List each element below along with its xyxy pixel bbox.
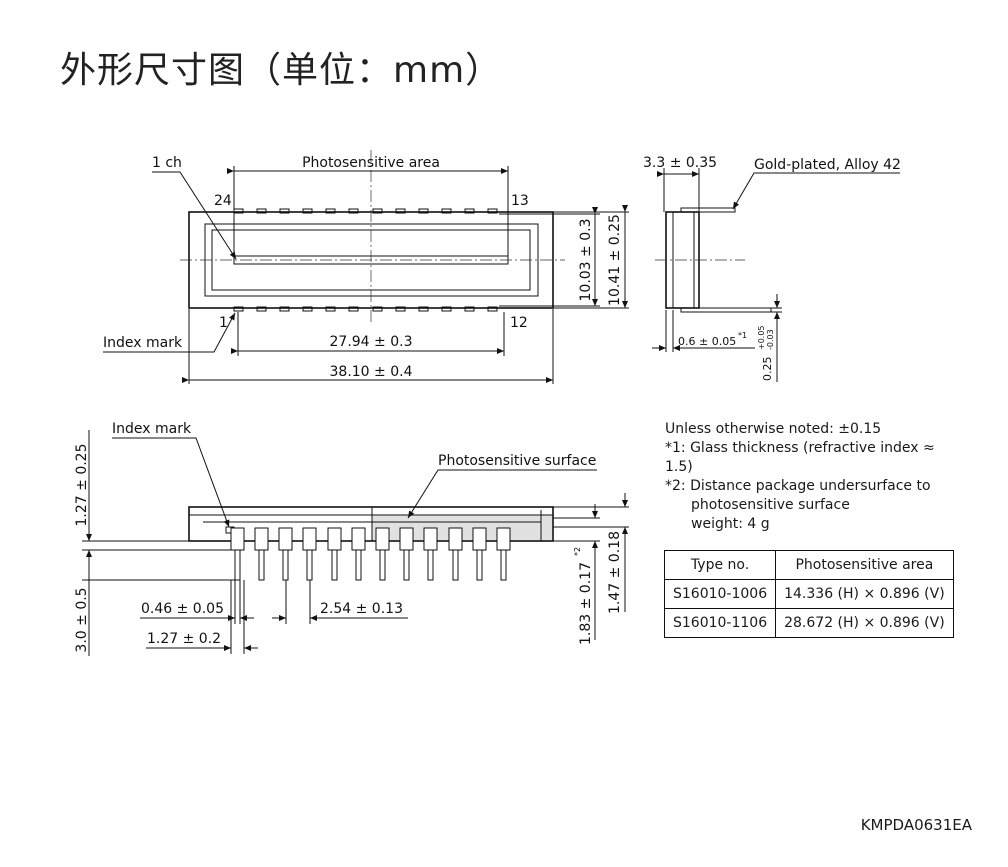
- table-cell: S16010-1006: [663, 579, 777, 609]
- dim-lead-thickness: 0.25: [761, 357, 774, 382]
- type-table: Type no. Photosensitive area S16010-1006…: [663, 550, 954, 638]
- note-distance: *2: Distance package undersurface to: [665, 478, 931, 494]
- table-row: S16010-1106 28.672 (H) × 0.896 (V): [663, 608, 954, 638]
- top-pins-lower: [233, 306, 498, 312]
- table-header: Type no.: [663, 550, 777, 580]
- front-package-body: [188, 506, 554, 542]
- dim-outer-height: 10.41 ± 0.25: [607, 214, 623, 306]
- dim-surface-height: 1.83 ± 0.17: [578, 562, 594, 645]
- dim-lead-width: 0.46 ± 0.05: [141, 601, 224, 617]
- dim-front-lead-length: 3.0 ± 0.5: [74, 587, 90, 652]
- photosensitive-area-label: Photosensitive area: [302, 155, 440, 171]
- dim-surface-note: *2: [573, 547, 582, 556]
- table-cell: S16010-1106: [663, 608, 777, 638]
- front-index-mark-label: Index mark: [112, 421, 192, 437]
- dim-length: 38.10 ± 0.4: [330, 364, 413, 380]
- table-header-row: Type no. Photosensitive area: [663, 550, 954, 580]
- pin-12-label: 12: [510, 315, 528, 331]
- notes: Unless otherwise noted: ±0.15 *1: Glass …: [665, 420, 965, 534]
- dim-inner-height: 10.03 ± 0.3: [578, 219, 594, 302]
- front-leads: [230, 527, 511, 581]
- dim-lead-tol-minus: -0.03: [766, 329, 775, 350]
- table-header: Photosensitive area: [775, 550, 954, 580]
- ch1-label: 1 ch: [152, 155, 182, 171]
- dim-shoulder: 1.27 ± 0.2: [147, 631, 221, 647]
- pin-24-label: 24: [214, 193, 232, 209]
- note-distance-cont: photosensitive surface: [691, 497, 850, 513]
- table-cell: 28.672 (H) × 0.896 (V): [775, 608, 954, 638]
- pin-1-label: 1: [219, 315, 228, 331]
- dim-lead-pitch: 0.6 ± 0.05: [678, 335, 736, 348]
- table-cell: 14.336 (H) × 0.896 (V): [775, 579, 954, 609]
- dim-total-height: 1.47 ± 0.18: [607, 531, 623, 614]
- note-weight: weight: 4 g: [691, 516, 770, 532]
- photosensitive-surface-label: Photosensitive surface: [438, 453, 596, 469]
- side-view: 3.3 ± 0.35 Gold-plated, Alloy 42 0.6 ± 0…: [643, 155, 901, 382]
- lead-material-label: Gold-plated, Alloy 42: [754, 157, 901, 173]
- page-title: 外形尺寸图（单位：mm）: [60, 50, 503, 91]
- top-pins-upper: [233, 208, 498, 214]
- dim-pitch: 2.54 ± 0.13: [320, 601, 403, 617]
- top-view: Photosensitive area 1 ch 24 13 1 12 Inde…: [103, 150, 629, 384]
- dim-front-body: 1.27 ± 0.25: [74, 444, 90, 527]
- pin-13-label: 13: [511, 193, 529, 209]
- dim-lead-pitch-note: *1: [738, 331, 747, 340]
- note-glass: *1: Glass thickness (refractive index ≈ …: [665, 440, 935, 475]
- dim-lead-tol-plus: +0.05: [757, 325, 766, 350]
- front-view: Index mark Photosensitive surface 1.27 ±…: [74, 421, 629, 656]
- note-tolerance: Unless otherwise noted: ±0.15: [665, 421, 882, 437]
- dim-pin-span: 27.94 ± 0.3: [330, 334, 413, 350]
- top-index-mark-label: Index mark: [103, 335, 183, 351]
- table-row: S16010-1006 14.336 (H) × 0.896 (V): [663, 579, 954, 609]
- dim-thickness: 3.3 ± 0.35: [643, 155, 717, 171]
- document-code: KMPDA0631EA: [860, 816, 972, 834]
